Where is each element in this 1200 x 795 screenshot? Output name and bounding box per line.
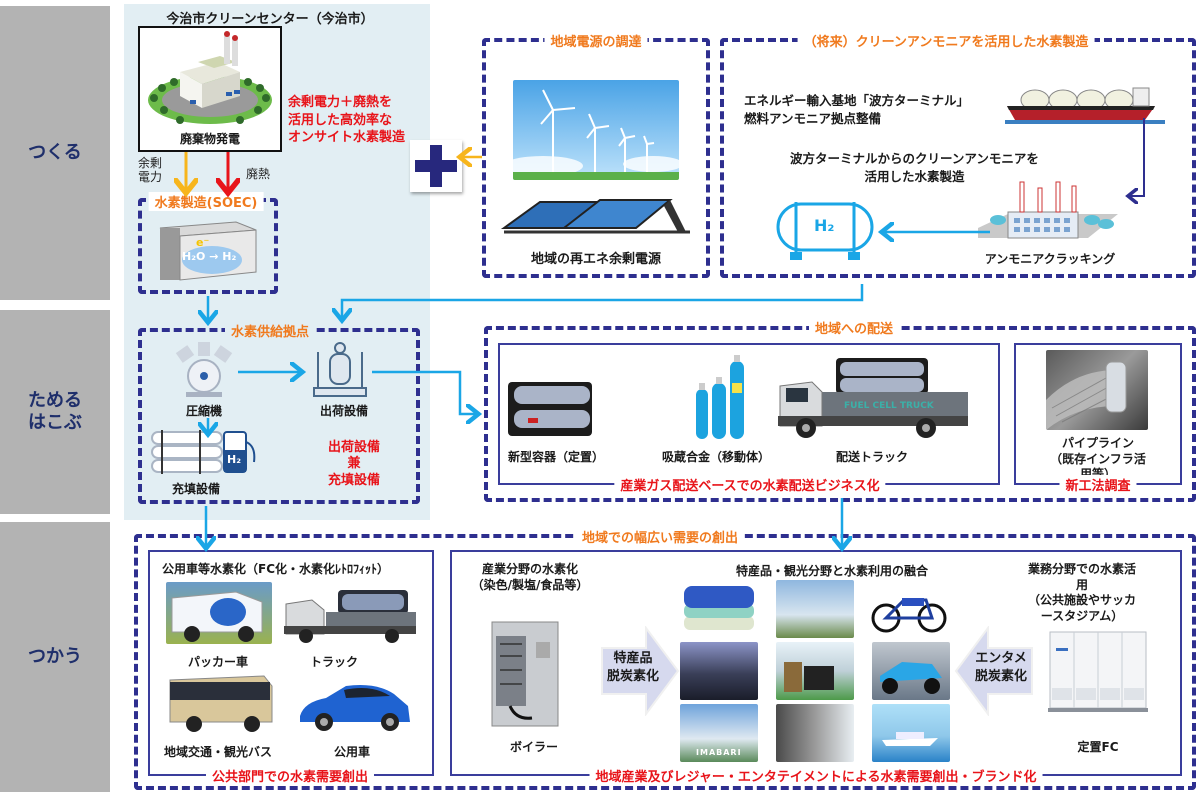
boiler-label: ボイラー xyxy=(509,740,559,754)
bridge-cycling-photo xyxy=(776,580,854,638)
ammonia-production-note: 波方ターミナルからのクリーンアンモニアを 活用した水素製造 xyxy=(790,151,1039,185)
stationary-fc-image xyxy=(1046,628,1150,714)
pipeline-image xyxy=(1046,350,1148,430)
gas-delivery-business-label: 産業ガス配送ベースでの水素配送ビジネス化 xyxy=(614,475,886,494)
tourism-title: 特産品・観光分野と水素利用の融合 xyxy=(735,564,929,578)
plus-icon xyxy=(410,140,462,192)
onsite-production-note: 余剰電力＋廃熱を 活用した高効率な オンサイト水素製造 xyxy=(288,95,406,146)
delivery-truck-label: 配送トラック xyxy=(835,450,909,464)
public-demand-label: 公共部門での水素需要創出 xyxy=(205,766,375,785)
stage-use-label: つかう xyxy=(28,645,82,667)
import-base-note: エネルギー輸入基地「波方ターミナル」 燃料アンモニア拠点整備 xyxy=(744,93,970,127)
shipping-equipment-label: 出荷設備 xyxy=(319,404,369,418)
supply-hub-title: 水素供給拠点 xyxy=(224,321,316,340)
public-vehicle-0-label: パッカー車 xyxy=(187,655,249,669)
public-truck-image xyxy=(282,588,418,644)
industry-title: 産業分野の水素化 （染色/製塩/食品等） xyxy=(471,562,589,592)
stage-use: つかう xyxy=(0,522,110,792)
entertainment-decarbonization-arrow: エンタメ 脱炭素化 xyxy=(954,624,1034,718)
local-power-title: 地域電源の調達 xyxy=(544,31,648,50)
filling-equipment-label: 充填設備 xyxy=(171,482,221,496)
regional-brand-demand-label: 地域産業及びレジャー・エンタテイメントによる水素需要創出・ブランド化 xyxy=(589,766,1043,785)
lng-ship-image xyxy=(1005,72,1165,126)
new-container-label: 新型容器（定置） xyxy=(507,450,605,464)
tank-h2-label: H₂ xyxy=(814,216,835,235)
waste-power-label: 廃棄物発電 xyxy=(179,132,241,146)
outdoor-booth-photo xyxy=(776,642,854,700)
surplus-power-label: 余剰 電力 xyxy=(138,156,163,185)
regional-demand-title: 地域での幅広い需要の創出 xyxy=(575,527,745,546)
alloy-label: 吸蔵合金（移動体） xyxy=(661,450,771,464)
new-method-survey-label: 新工法調査 xyxy=(1059,475,1137,494)
specialty-decarbonization-arrow: 特産品 脱炭素化 xyxy=(600,624,680,718)
combined-equipment-note: 出荷設備 兼 充填設備 xyxy=(327,440,381,488)
textile-photo xyxy=(680,642,758,700)
clean-center-title: 今治市クリーンセンター（今治市） xyxy=(166,12,374,27)
alloy-cylinders-image xyxy=(694,355,746,441)
towel-photo xyxy=(680,580,758,638)
imabari-caption: IMABARI xyxy=(696,748,742,757)
public-vehicle-3-label: 公用車 xyxy=(333,745,371,759)
ammonia-cracking-plant-image xyxy=(968,178,1128,248)
regional-delivery-title: 地域への配送 xyxy=(808,318,900,337)
specialty-arrow-label: 特産品 脱炭素化 xyxy=(606,651,659,684)
waste-plant-illustration xyxy=(148,31,272,124)
buggy-photo xyxy=(872,642,950,700)
soec-title: 水素製造(SOEC) xyxy=(148,192,264,211)
business-title: 業務分野での水素活用 （公共施設やサッカースタジアム） xyxy=(1027,562,1136,623)
public-vehicles-title: 公用車等水素化（FC化・水素化ﾚﾄﾛﾌｨｯﾄ） xyxy=(162,562,390,576)
stage-store-carry: ためる はこぶ xyxy=(0,310,110,514)
new-container-image xyxy=(506,378,594,440)
stage-make: つくる xyxy=(0,6,110,300)
ammonia-cracking-label: アンモニアクラッキング xyxy=(984,252,1116,266)
stage-make-label: つくる xyxy=(28,141,82,163)
ferry-photo xyxy=(872,704,950,762)
tourist-bus-image xyxy=(164,672,276,734)
soec-unit-illustration: H₂O → H₂ e⁻ xyxy=(152,214,262,284)
clean-ammonia-title: （将来）クリーンアンモニアを活用した水素製造 xyxy=(797,31,1095,50)
waste-heat-label: 廃熱 xyxy=(246,167,271,181)
compressor-icon xyxy=(174,342,234,400)
waste-power-plant-box: 廃棄物発電 xyxy=(138,26,282,152)
electron-icon: e⁻ xyxy=(196,236,210,249)
soec-formula: H₂O → H₂ xyxy=(182,250,237,263)
food-factory-photo xyxy=(776,704,854,762)
pipeline-label: パイプライン （既存インフラ活用等） xyxy=(1050,436,1146,481)
imabari-stadium-photo: IMABARI xyxy=(680,704,758,762)
boiler-image xyxy=(486,614,564,730)
public-car-image xyxy=(296,676,414,736)
shipping-equipment-icon xyxy=(310,340,370,400)
dispenser-h2-label: H₂ xyxy=(227,453,242,466)
filling-equipment-icon: H₂ xyxy=(150,428,260,476)
svg-text:FUEL CELL TRUCK: FUEL CELL TRUCK xyxy=(844,401,935,411)
hydrogen-tank-icon: H₂ xyxy=(770,196,880,262)
wind-turbines-image xyxy=(513,80,679,180)
stage-store-label: ためる はこぶ xyxy=(28,389,82,434)
public-vehicle-1-label: トラック xyxy=(309,655,359,669)
local-renewable-label: 地域の再エネ余剰電源 xyxy=(530,252,662,267)
compressor-label: 圧縮機 xyxy=(185,404,223,418)
packer-truck-image xyxy=(166,582,272,644)
solar-panels-image xyxy=(500,188,696,240)
public-vehicle-2-label: 地域交通・観光バス xyxy=(163,745,273,759)
delivery-truck-image: FUEL CELL TRUCK xyxy=(776,356,970,442)
stationary-fc-label: 定置FC xyxy=(1077,740,1119,754)
entertainment-arrow-label: エンタメ 脱炭素化 xyxy=(974,651,1027,684)
hydrogen-bicycle-image xyxy=(870,588,948,634)
